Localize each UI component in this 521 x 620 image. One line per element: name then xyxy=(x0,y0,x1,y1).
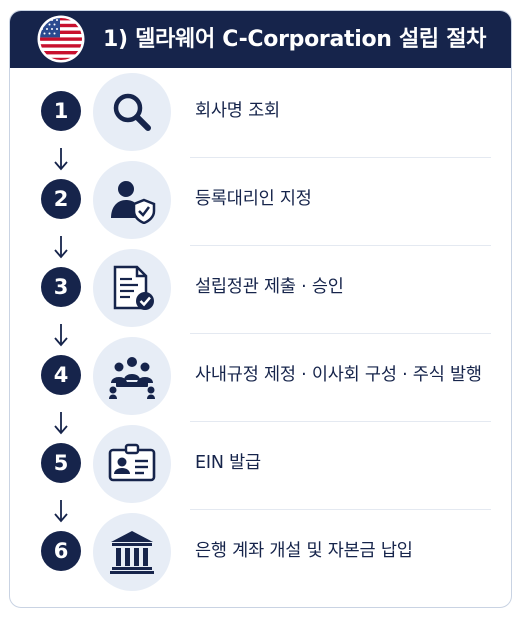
icon-circle xyxy=(93,161,171,239)
down-arrow-icon xyxy=(54,412,68,435)
step-3: 3 설립정관 제출 · 승인 xyxy=(10,244,511,332)
search-icon xyxy=(113,93,151,131)
icon-circle xyxy=(93,249,171,327)
step-label: 회사명 조회 xyxy=(195,101,280,121)
step-label: EIN 발급 xyxy=(195,453,261,473)
document-check-icon xyxy=(113,265,154,310)
bank-icon xyxy=(110,531,154,574)
step-label: 은행 계좌 개설 및 자본금 납입 xyxy=(195,541,413,561)
divider xyxy=(190,245,491,246)
divider xyxy=(190,333,491,334)
step-2: 2 등록대리인 지정 xyxy=(10,156,511,244)
divider xyxy=(190,509,491,510)
divider xyxy=(190,421,491,422)
step-6: 6 은행 계좌 개설 및 자본금 납입 xyxy=(10,508,511,596)
icon-circle xyxy=(93,425,171,503)
step-label: 설립정관 제출 · 승인 xyxy=(195,277,344,297)
header-bar: 1) 델라웨어 C-Corporation 설립 절차 xyxy=(10,11,511,68)
down-arrow-icon xyxy=(54,324,68,347)
step-number: 1 xyxy=(41,91,81,131)
down-arrow-icon xyxy=(54,500,68,523)
divider xyxy=(190,157,491,158)
icon-circle xyxy=(93,337,171,415)
step-label: 등록대리인 지정 xyxy=(195,189,312,209)
us-flag-icon xyxy=(37,15,85,63)
down-arrow-icon xyxy=(54,148,68,171)
down-arrow-icon xyxy=(54,236,68,259)
icon-circle xyxy=(93,513,171,591)
step-1: 1 회사명 조회 xyxy=(10,68,511,156)
step-number: 6 xyxy=(41,531,81,571)
step-number: 5 xyxy=(41,443,81,483)
page-title: 1) 델라웨어 C-Corporation 설립 절차 xyxy=(103,27,487,52)
step-number: 3 xyxy=(41,267,81,307)
step-number: 2 xyxy=(41,179,81,219)
step-5: 5 EIN 발급 xyxy=(10,420,511,508)
icon-circle xyxy=(93,73,171,151)
step-number: 4 xyxy=(41,355,81,395)
procedure-card: 1) 델라웨어 C-Corporation 설립 절차 1 회사명 조회 2 등… xyxy=(9,10,512,608)
step-4: 4 사내규정 제정 · 이사회 구성 · 주식 발행 xyxy=(10,332,511,420)
step-label: 사내규정 제정 · 이사회 구성 · 주식 발행 xyxy=(195,365,482,385)
agent-shield-icon xyxy=(111,181,156,224)
id-card-icon xyxy=(108,443,156,482)
board-meeting-icon xyxy=(109,357,155,399)
